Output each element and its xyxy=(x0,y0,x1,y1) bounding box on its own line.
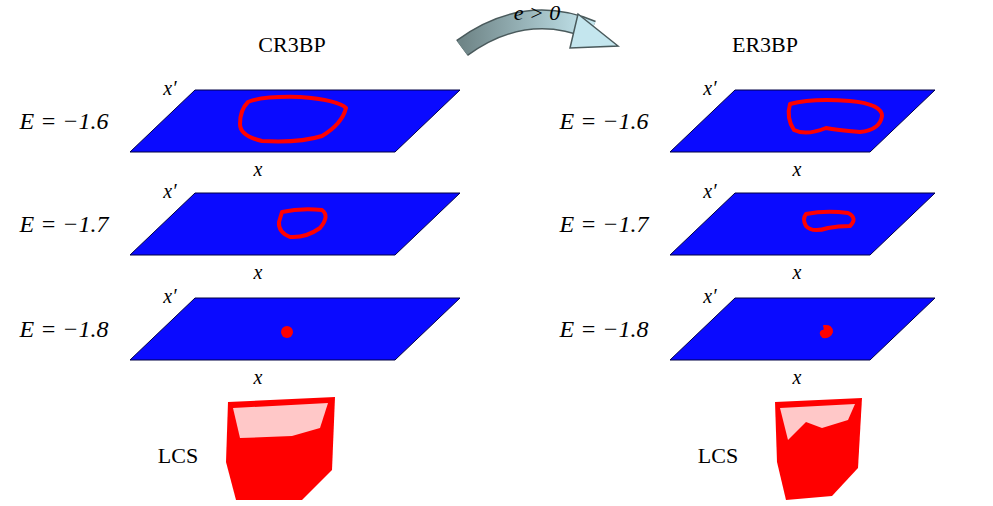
energy-label: E = −1.6 xyxy=(19,109,108,133)
lcs-label: LCS xyxy=(698,445,738,467)
lcs-label: LCS xyxy=(158,445,198,467)
axis-label: x xyxy=(254,262,263,282)
axis-label: x′ xyxy=(163,286,176,306)
axis-label: x xyxy=(793,262,802,282)
parameter-label: e > 0 xyxy=(514,2,561,24)
axis-label: x′ xyxy=(163,181,176,201)
energy-label: E = −1.8 xyxy=(559,317,648,341)
lcs-tube xyxy=(226,397,862,500)
axis-label: x xyxy=(254,159,263,179)
axis-label: x′ xyxy=(703,78,716,98)
axis-label: x xyxy=(793,367,802,387)
column-title: ER3BP xyxy=(732,34,798,56)
phase-planes xyxy=(130,90,935,360)
energy-label: E = −1.6 xyxy=(559,109,648,133)
axis-label: x xyxy=(793,159,802,179)
axis-label: x′ xyxy=(703,181,716,201)
axis-label: x′ xyxy=(703,286,716,306)
energy-label: E = −1.8 xyxy=(19,317,108,341)
invariant-curves xyxy=(240,97,882,338)
energy-label: E = −1.7 xyxy=(559,212,648,236)
column-title: CR3BP xyxy=(258,34,325,56)
axis-label: x′ xyxy=(163,78,176,98)
axis-label: x xyxy=(254,367,263,387)
energy-label: E = −1.7 xyxy=(19,212,108,236)
